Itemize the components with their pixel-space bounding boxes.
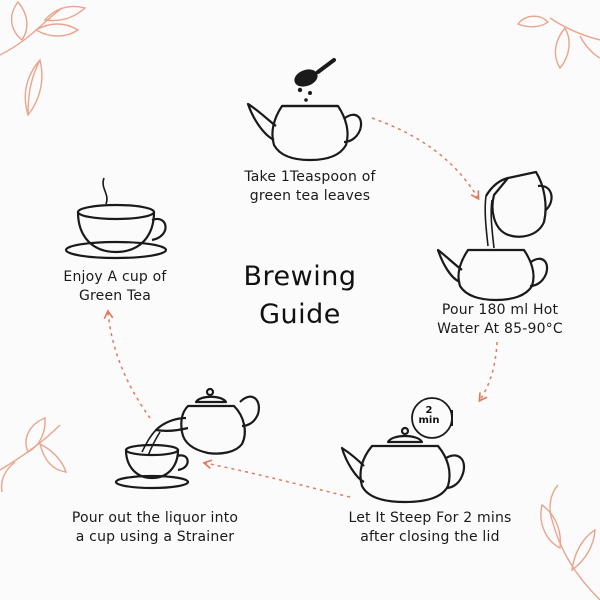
cup-icon-step4 (114, 443, 190, 490)
arrow-step2-to-step3 (478, 341, 498, 403)
leaf-decoration-top-left (0, 0, 87, 117)
teapot-icon-step4 (141, 387, 260, 457)
step-4-line-2: a cup using a Strainer (75, 529, 235, 545)
timer-unit: min (418, 415, 440, 426)
teapot-icon-step2 (436, 248, 549, 302)
diagram-title: Brewing Guide (215, 258, 385, 334)
step-3-line-1: Let It Steep For 2 mins (348, 510, 512, 526)
step-3-label: Let It Steep For 2 mins after closing th… (325, 509, 535, 547)
leaf-decoration-top-right (516, 15, 600, 70)
step-4-line-1: Pour out the liquor into (71, 510, 239, 526)
title-line-2: Guide (259, 299, 341, 330)
arrow-step1-to-step2 (371, 117, 480, 201)
step-1-line-2: green tea leaves (249, 188, 371, 204)
step-3-line-2: after closing the lid (360, 529, 500, 545)
step-2-line-1: Pour 180 ml Hot (441, 302, 559, 318)
step-5-line-2: Green Tea (78, 288, 151, 304)
step-1-line-1: Take 1Teaspoon of (244, 169, 376, 185)
cup-icon-step5 (64, 177, 168, 260)
title-line-1: Brewing (243, 261, 357, 292)
teapot-icon-step3 (340, 426, 466, 504)
step-5-line-1: Enjoy A cup of (63, 269, 167, 285)
step-1-label: Take 1Teaspoon of green tea leaves (215, 168, 405, 206)
arrow-step4-to-step5 (103, 309, 151, 419)
timer-icon (411, 397, 453, 439)
arrow-step3-to-step4 (202, 459, 351, 498)
timer-value: 2 (425, 405, 433, 416)
leaf-decoration-left (0, 416, 68, 493)
step-2-label: Pour 180 ml Hot Water At 85-90°C (415, 301, 585, 339)
step-4-label: Pour out the liquor into a cup using a S… (50, 509, 260, 547)
step-2-line-2: Water At 85-90°C (437, 321, 563, 337)
timer-label: 2 min (414, 406, 444, 426)
jug-icon (484, 170, 553, 249)
spoon-icon (294, 58, 336, 102)
teapot-icon-step1 (246, 102, 363, 162)
step-5-label: Enjoy A cup of Green Tea (35, 268, 195, 306)
leaf-decoration-bottom-right (540, 484, 600, 600)
